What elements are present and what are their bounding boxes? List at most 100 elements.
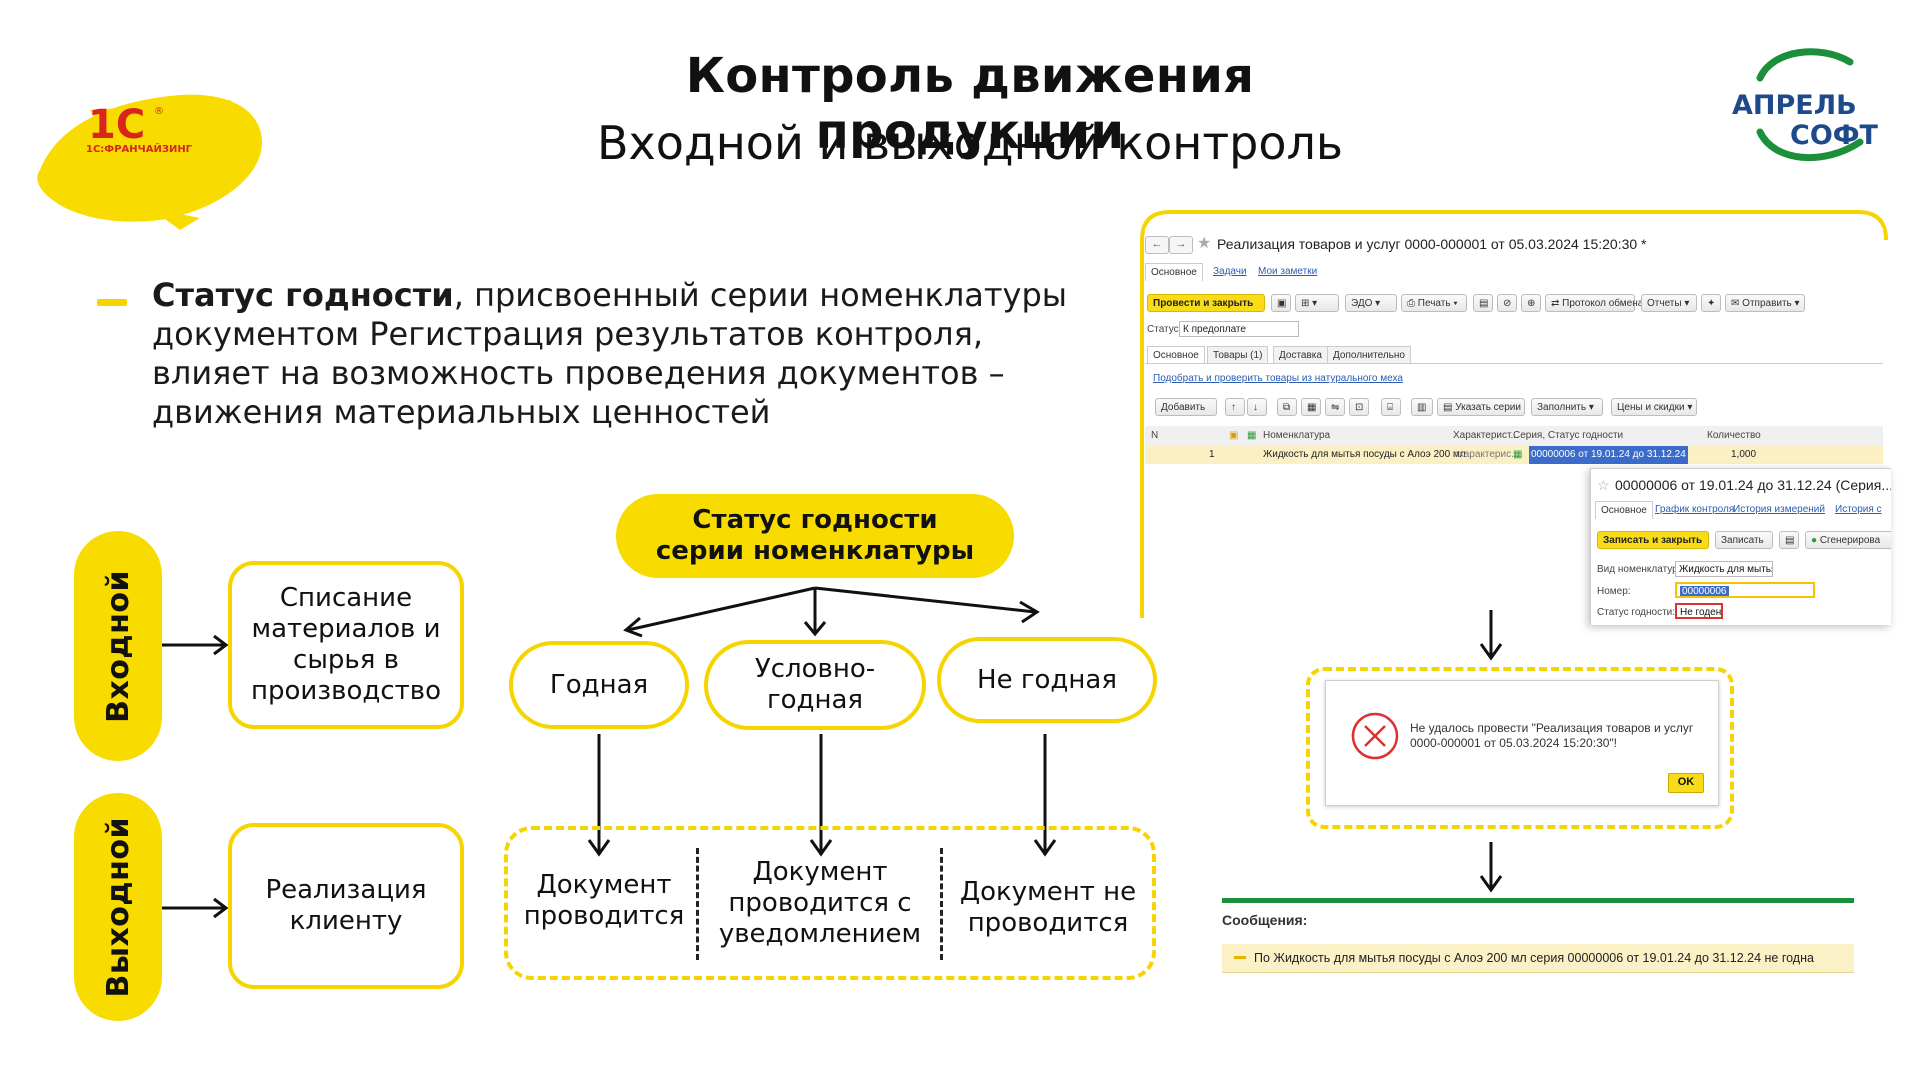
edo-label: ЭДО <box>1351 298 1373 309</box>
output-action-box: Реализация клиенту <box>228 823 464 989</box>
page-subtitle: Входной и выходной контроль <box>597 116 1343 170</box>
tab-delivery[interactable]: Доставка <box>1273 346 1328 364</box>
screenshot-frame <box>1140 210 1888 618</box>
add-row-button[interactable]: Добавить <box>1155 398 1217 416</box>
col-item: Номенклатура <box>1263 430 1331 441</box>
result-posts: Документ проводится <box>523 870 685 931</box>
status-unsuitable-text: Не годная <box>977 664 1117 695</box>
onec-logo-caption: 1С:ФРАНЧАЙЗИНГ <box>86 144 193 155</box>
arrow-input-to-action <box>162 634 229 656</box>
arrow-to-messages <box>1479 842 1503 893</box>
forward-button[interactable]: → <box>1169 236 1193 254</box>
tab-additional[interactable]: Дополнительно <box>1327 346 1411 364</box>
results-divider-1 <box>696 848 699 960</box>
popup-doc-icon[interactable]: ▤ <box>1779 531 1799 549</box>
popup-num-field[interactable]: 00000006 <box>1675 582 1815 598</box>
april-logo-word1: АПРЕЛЬ <box>1732 90 1857 121</box>
paste-icon[interactable]: ▦ <box>1301 398 1321 416</box>
prices-discounts-button[interactable]: Цены и скидки ▾ <box>1611 398 1697 416</box>
create-based-button[interactable]: ⊞ ▾ <box>1295 294 1339 312</box>
edo-button[interactable]: ЭДО ▾ <box>1345 294 1397 312</box>
series-card-popup: ☆ 00000006 от 19.01.24 до 31.12.24 (Сери… <box>1590 468 1891 625</box>
popup-star-icon[interactable]: ☆ <box>1597 477 1610 493</box>
back-button[interactable]: ← <box>1145 236 1169 254</box>
reports-button[interactable]: Отчеты ▾ <box>1641 294 1697 312</box>
popup-tab-main[interactable]: Основное <box>1595 501 1653 519</box>
dt-kt-icon[interactable]: ⊘ <box>1497 294 1517 312</box>
move-down-icon[interactable]: ↓ <box>1247 398 1267 416</box>
popup-kind-field[interactable]: Жидкость для мытья посу <box>1675 561 1773 577</box>
send-button[interactable]: ✉ Отправить ▾ <box>1725 294 1805 312</box>
status-label: Статус: <box>1147 324 1182 335</box>
move-up-icon[interactable]: ↑ <box>1225 398 1245 416</box>
popup-status-field[interactable]: Не годен <box>1675 603 1723 619</box>
popup-kind-value: Жидкость для мытья посу <box>1679 564 1772 575</box>
popup-tab-history[interactable]: История с <box>1835 504 1882 515</box>
favorite-star-icon[interactable]: ★ <box>1197 235 1212 252</box>
dt-kt2-icon[interactable]: ⊕ <box>1521 294 1541 312</box>
error-message: Не удалось провести "Реализация товаров … <box>1410 721 1694 750</box>
input-action-box: Списание материалов и сырья в производст… <box>228 561 464 729</box>
popup-save-button[interactable]: Записать <box>1715 531 1773 549</box>
status-suitable: Годная <box>509 641 689 729</box>
status-conditional: Условно-годная <box>704 640 926 730</box>
status-suitable-text: Годная <box>549 669 649 700</box>
col-flag-icon: ▣ <box>1229 430 1239 441</box>
check-icon[interactable]: ▥ <box>1411 398 1433 416</box>
error-frame <box>1306 667 1734 829</box>
tab-main[interactable]: Основное <box>1147 346 1205 364</box>
scan-icon[interactable]: ⌸ <box>1381 398 1401 416</box>
fill-button[interactable]: Заполнить ▾ <box>1531 398 1603 416</box>
output-action-text: Реализация клиенту <box>265 875 427 936</box>
share-icon[interactable]: ⇋ <box>1325 398 1345 416</box>
row-item: Жидкость для мытья посуды с Алоэ 200 мл <box>1263 449 1466 460</box>
message-item[interactable]: По Жидкость для мытья посуды с Алоэ 200 … <box>1222 944 1854 973</box>
arrow-output-to-action <box>162 897 229 919</box>
row-series[interactable]: 00000006 от 19.01.24 до 31.12.24 <box>1529 446 1688 464</box>
top-link-notes[interactable]: Мои заметки <box>1258 266 1318 277</box>
popup-tab-measurements[interactable]: История измерений <box>1733 504 1825 515</box>
svg-text:1С: 1С <box>88 102 145 148</box>
copy-icon[interactable]: ⧉ <box>1277 398 1297 416</box>
result-posts-with-notice: Документ проводится с уведомлением <box>718 857 922 949</box>
doc-icon[interactable]: ▤ <box>1473 294 1493 312</box>
april-soft-logo: АПРЕЛЬ СОФТ <box>1720 40 1890 170</box>
arrow-unsuitable-down <box>1033 734 1057 857</box>
specify-series-button[interactable]: ▤ Указать серии <box>1437 398 1525 416</box>
top-link-tasks[interactable]: Задачи <box>1213 266 1247 277</box>
protocol-button[interactable]: ⇄ Протокол обмена <box>1545 294 1643 312</box>
status-value: К предоплате <box>1183 324 1246 335</box>
save-icon[interactable]: ▣ <box>1271 294 1291 312</box>
popup-generate-button[interactable]: ● Сгенерирова <box>1805 531 1891 549</box>
send-label: Отправить <box>1742 298 1792 309</box>
print-button[interactable]: ⎙ Печать ▾ <box>1401 294 1467 312</box>
row-char: <характерис... <box>1453 449 1520 460</box>
status-select[interactable]: К предоплате <box>1179 321 1299 337</box>
table-row[interactable]: 1 Жидкость для мытья посуды с Алоэ 200 м… <box>1145 446 1883 464</box>
popup-save-close-button[interactable]: Записать и закрыть <box>1597 531 1709 549</box>
col-n: N <box>1151 430 1159 441</box>
status-unsuitable: Не годная <box>937 637 1157 723</box>
messages-divider <box>1222 898 1854 903</box>
svg-text:®: ® <box>154 106 164 117</box>
pick-goods-link[interactable]: Подобрать и проверить товары из натураль… <box>1153 373 1403 384</box>
status-header-text: Статус годности серии номенклатуры <box>655 505 975 566</box>
bullet-bold: Статус годности <box>152 276 454 314</box>
input-action-text: Списание материалов и сырья в производст… <box>251 583 442 706</box>
post-and-close-button[interactable]: Провести и закрыть <box>1147 294 1265 312</box>
tabs-divider <box>1145 363 1883 364</box>
top-link-main[interactable]: Основное <box>1145 263 1203 281</box>
output-control-label: Выходной <box>100 816 136 998</box>
popup-tab-schedule[interactable]: График контроля <box>1655 504 1735 515</box>
arrow-conditional-down <box>809 734 833 857</box>
error-dialog: Не удалось провести "Реализация товаров … <box>1325 680 1719 806</box>
ok-button[interactable]: OK <box>1668 773 1704 793</box>
input-control-pill: Входной <box>74 531 162 761</box>
april-logo-word2: СОФТ <box>1790 120 1878 151</box>
popup-num-label: Номер: <box>1597 586 1631 597</box>
tab-goods[interactable]: Товары (1) <box>1207 346 1269 364</box>
run-icon[interactable]: ✦ <box>1701 294 1721 312</box>
pick-icon[interactable]: ⊡ <box>1349 398 1369 416</box>
fill-label: Заполнить <box>1537 402 1587 413</box>
col-series: Серия, Статус годности <box>1513 430 1624 441</box>
